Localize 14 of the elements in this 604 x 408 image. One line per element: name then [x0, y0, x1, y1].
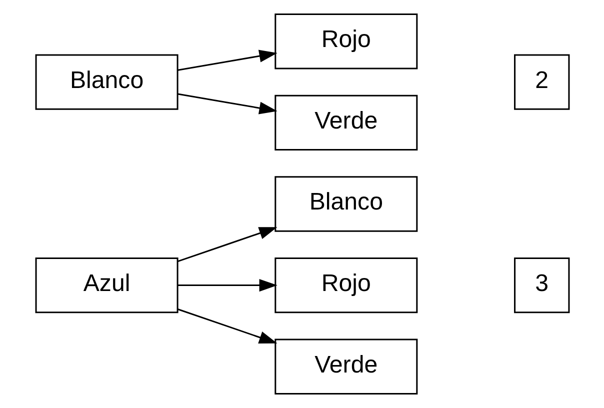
node-box: Verde — [274, 94, 418, 151]
arrow — [177, 50, 277, 71]
node-box: Verde — [274, 338, 418, 394]
node-box: Azul — [34, 257, 178, 314]
node-box: Blanco — [34, 54, 178, 110]
arrow — [177, 308, 277, 344]
node-box: Rojo — [274, 14, 418, 70]
arrow — [177, 93, 277, 114]
node-box: 2 — [514, 54, 570, 110]
arrow — [177, 278, 277, 292]
node-box: 3 — [514, 257, 570, 314]
node-box: Blanco — [274, 176, 418, 232]
node-box: Rojo — [274, 257, 418, 314]
arrow — [177, 227, 277, 262]
